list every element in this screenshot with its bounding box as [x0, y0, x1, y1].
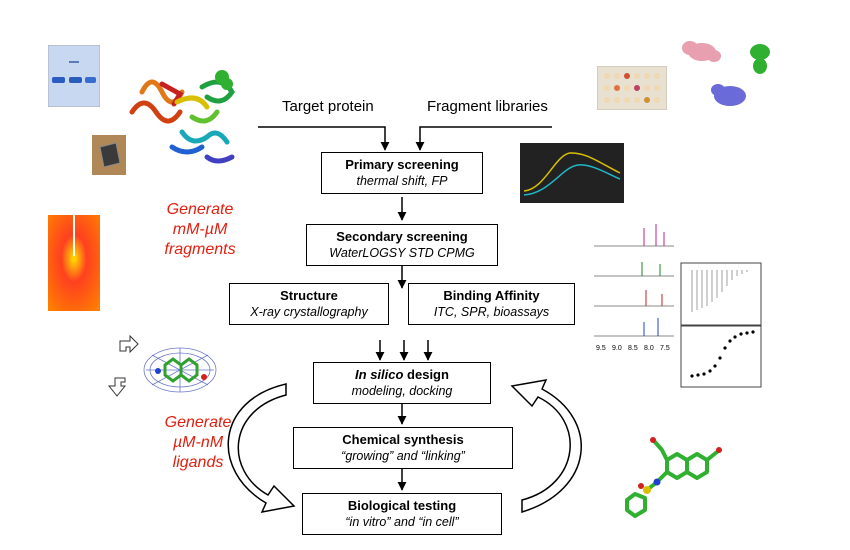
ligand-density-image: [143, 347, 217, 393]
diffraction-image: [48, 215, 100, 311]
sds-gel-image: [48, 45, 100, 107]
crystal-image: [92, 135, 126, 175]
insilico-title-rest: design: [403, 367, 449, 382]
generate-fragments-line-3: fragments: [164, 241, 236, 258]
insilico-design-subtitle: modeling, docking: [351, 384, 453, 398]
generate-fragments-line-2: mM-µM: [172, 221, 228, 238]
nmr-tick: 8.0: [644, 345, 654, 352]
nmr-tick: 9.0: [612, 345, 622, 352]
generate-fragments-label: Generate mM-µM fragments: [150, 200, 250, 260]
curved-arrow-up-icon: [119, 334, 139, 354]
target-protein-connector: [258, 126, 390, 151]
thermal-shift-plot: [520, 143, 624, 203]
insilico-design-box: In silico design modeling, docking: [313, 362, 491, 404]
structure-subtitle: X-ray crystallography: [250, 305, 368, 319]
insilico-design-title: In silico design: [314, 367, 490, 383]
biological-testing-subtitle: “in vitro” and “in cell”: [345, 515, 459, 529]
blue-fragment-icon: [711, 84, 746, 106]
generate-ligands-line-3: ligands: [172, 454, 224, 471]
biological-testing-title: Biological testing: [347, 498, 457, 513]
primary-screening-subtitle: thermal shift, FP: [356, 174, 448, 188]
pink-fragment-icon: [682, 41, 721, 62]
right-cycle-arrow: [510, 379, 582, 514]
fragment-blobs-image: [682, 41, 770, 106]
structure-title: Structure: [280, 288, 338, 303]
nmr-tick: 7.5: [660, 345, 670, 352]
binding-affinity-title: Binding Affinity: [443, 288, 540, 303]
primary-screening-title: Primary screening: [345, 157, 459, 172]
secondary-screening-box: Secondary screening WaterLOGSY STD CPMG: [306, 224, 498, 266]
binding-affinity-subtitle: ITC, SPR, bioassays: [433, 305, 550, 319]
itc-titration-plot: [680, 262, 762, 388]
binding-affinity-box: Binding Affinity ITC, SPR, bioassays: [408, 283, 575, 325]
chemical-synthesis-subtitle: “growing” and “linking”: [341, 449, 465, 463]
protein-structure-image: [129, 70, 235, 164]
nmr-tick: 8.5: [628, 345, 638, 352]
fragment-libraries-label: Fragment libraries: [427, 98, 548, 115]
nmr-axis-ticks: 9.5 9.0 8.5 8.0 7.5: [596, 345, 670, 352]
structure-box: Structure X-ray crystallography: [229, 283, 389, 325]
ligand-stick-model-image: [625, 437, 722, 518]
curved-arrow-down-icon: [107, 377, 127, 397]
primary-screening-box: Primary screening thermal shift, FP: [321, 152, 483, 194]
green-fragment-icon: [750, 44, 770, 74]
generate-ligands-line-1: Generate: [164, 414, 232, 431]
well-plate-image: [597, 66, 667, 110]
nmr-spectra-image: 9.5 9.0 8.5 8.0 7.5: [594, 224, 674, 352]
secondary-screening-title: Secondary screening: [336, 229, 468, 244]
target-protein-label: Target protein: [282, 98, 374, 115]
generate-fragments-line-1: Generate: [166, 201, 234, 218]
insilico-emphasis: In silico: [355, 367, 404, 382]
nmr-tick: 9.5: [596, 345, 606, 352]
left-cycle-arrow: [227, 383, 296, 514]
secondary-screening-subtitle: WaterLOGSY STD CPMG: [329, 246, 475, 260]
fragment-libraries-connector: [415, 126, 552, 151]
biological-testing-box: Biological testing “in vitro” and “in ce…: [302, 493, 502, 535]
generate-ligands-label: Generate µM-nM ligands: [148, 413, 248, 473]
chemical-synthesis-box: Chemical synthesis “growing” and “linkin…: [293, 427, 513, 469]
chemical-synthesis-title: Chemical synthesis: [342, 432, 464, 447]
generate-ligands-line-2: µM-nM: [172, 434, 224, 451]
